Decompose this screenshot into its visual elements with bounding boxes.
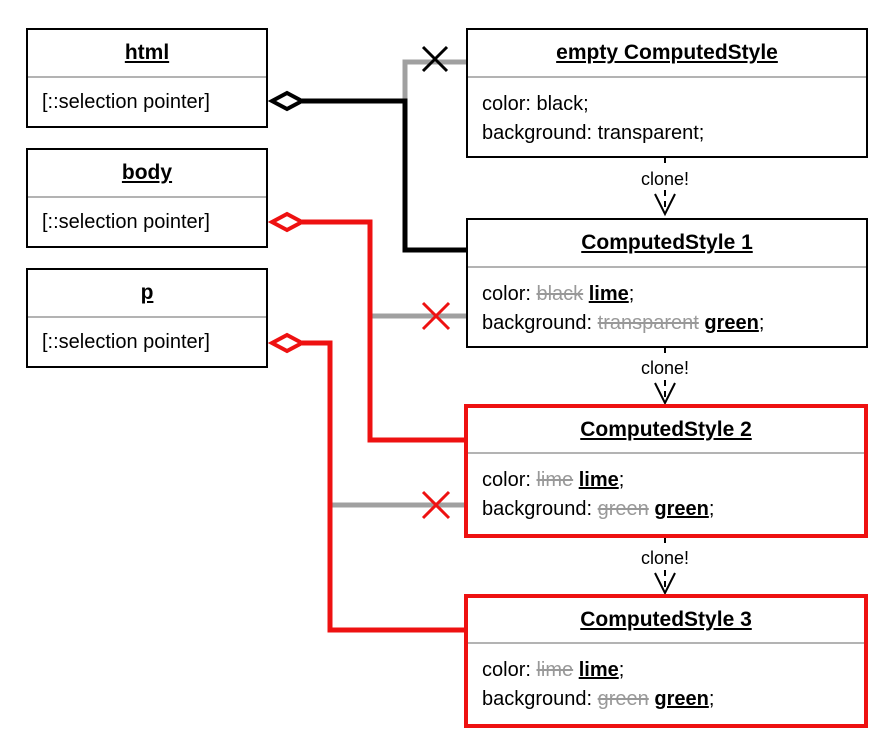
selection-pointer-slot: [::selection pointer]: [42, 91, 210, 113]
background-line: background: transparent;: [482, 122, 705, 144]
semicolon: ;: [708, 688, 715, 710]
html-old-link: [402, 59, 466, 100]
background-line: background: green green;: [482, 495, 864, 524]
color-line: color: black lime;: [482, 280, 866, 309]
p-diamond: [267, 332, 307, 354]
selection-pointer-slot: [::selection pointer]: [42, 211, 210, 233]
html-diamond: [267, 90, 307, 112]
old-value: lime: [536, 659, 574, 681]
property-name: color:: [482, 659, 537, 681]
cross-icon: [421, 490, 451, 520]
html-link: [302, 98, 466, 253]
style-title: ComputedStyle 2: [468, 408, 864, 454]
computed-style-1-box: ComputedStyle 1 color: black lime; backg…: [466, 218, 868, 348]
element-title: html: [28, 30, 266, 78]
p-link: [302, 340, 466, 633]
background-line: background: transparent green;: [482, 309, 866, 338]
new-value: green: [654, 688, 709, 710]
computed-style-2-box: ComputedStyle 2 color: lime lime; backgr…: [464, 404, 868, 538]
new-value: lime: [578, 659, 619, 681]
semicolon: ;: [618, 469, 625, 491]
new-value: green: [704, 312, 759, 334]
style-title: empty ComputedStyle: [468, 30, 866, 78]
computed-style-3-box: ComputedStyle 3 color: lime lime; backgr…: [464, 594, 868, 728]
element-title: body: [28, 150, 266, 198]
property-name: color:: [482, 283, 537, 305]
semicolon: ;: [618, 659, 625, 681]
selection-pointer-slot: [::selection pointer]: [42, 331, 210, 353]
body-link: [302, 219, 466, 443]
property-name: background:: [482, 498, 598, 520]
element-p-box: p [::selection pointer]: [26, 268, 268, 368]
semicolon: ;: [708, 498, 715, 520]
old-value: green: [597, 688, 649, 710]
style-title: ComputedStyle 3: [468, 598, 864, 644]
new-value: green: [654, 498, 709, 520]
color-line: color: lime lime;: [482, 656, 864, 685]
clone-arrow: [654, 157, 676, 217]
new-value: lime: [588, 283, 629, 305]
property-name: color:: [482, 469, 537, 491]
semicolon: ;: [628, 283, 635, 305]
clone-label: clone!: [638, 547, 692, 569]
color-line: color: lime lime;: [482, 466, 864, 495]
background-line: background: green green;: [482, 685, 864, 714]
semicolon: ;: [758, 312, 765, 334]
cross-icon: [421, 45, 449, 73]
old-value: green: [597, 498, 649, 520]
style-title: ComputedStyle 1: [468, 220, 866, 268]
element-html-box: html [::selection pointer]: [26, 28, 268, 128]
element-body-box: body [::selection pointer]: [26, 148, 268, 248]
property-name: background:: [482, 312, 598, 334]
new-value: lime: [578, 469, 619, 491]
cross-icon: [421, 301, 451, 331]
clone-label: clone!: [638, 168, 692, 190]
body-diamond: [267, 211, 307, 233]
color-line: color: black;: [482, 93, 589, 115]
old-value: black: [536, 283, 584, 305]
property-name: background:: [482, 688, 598, 710]
clone-label: clone!: [638, 357, 692, 379]
old-value: transparent: [597, 312, 699, 334]
old-value: lime: [536, 469, 574, 491]
empty-computed-style-box: empty ComputedStyle color: black; backgr…: [466, 28, 868, 158]
element-title: p: [28, 270, 266, 318]
